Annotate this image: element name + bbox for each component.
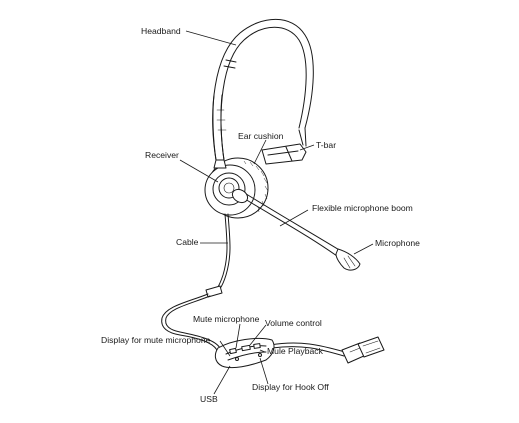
usb-plug — [341, 336, 385, 364]
microphone-boom — [231, 188, 347, 262]
label-receiver: Receiver — [145, 150, 179, 160]
labels: Headband Ear cushion T-bar Receiver Flex… — [101, 26, 420, 404]
label-cable: Cable — [176, 237, 199, 247]
inline-control — [214, 337, 275, 369]
label-t-bar: T-bar — [316, 140, 336, 150]
microphone — [335, 248, 361, 271]
cable — [161, 213, 346, 357]
label-mute-microphone: Mute microphone — [193, 314, 260, 324]
label-headband: Headband — [141, 26, 181, 36]
label-mule-playback: Mule Playback — [267, 346, 324, 356]
t-bar — [261, 127, 307, 165]
leader-lines — [179, 30, 374, 395]
label-ear-cushion: Ear cushion — [238, 131, 284, 141]
label-microphone: Microphone — [375, 238, 420, 248]
ear-cushion-texture — [243, 160, 269, 213]
label-flexible-boom: Flexible microphone boom — [312, 203, 413, 213]
headband — [212, 18, 314, 161]
label-display-hook-off: Display for Hook Off — [252, 382, 329, 392]
receiver — [204, 157, 269, 219]
label-volume-control: Volume control — [265, 318, 322, 328]
label-display-mute: Display for mute microphone — [101, 335, 211, 345]
label-usb: USB — [200, 394, 218, 404]
